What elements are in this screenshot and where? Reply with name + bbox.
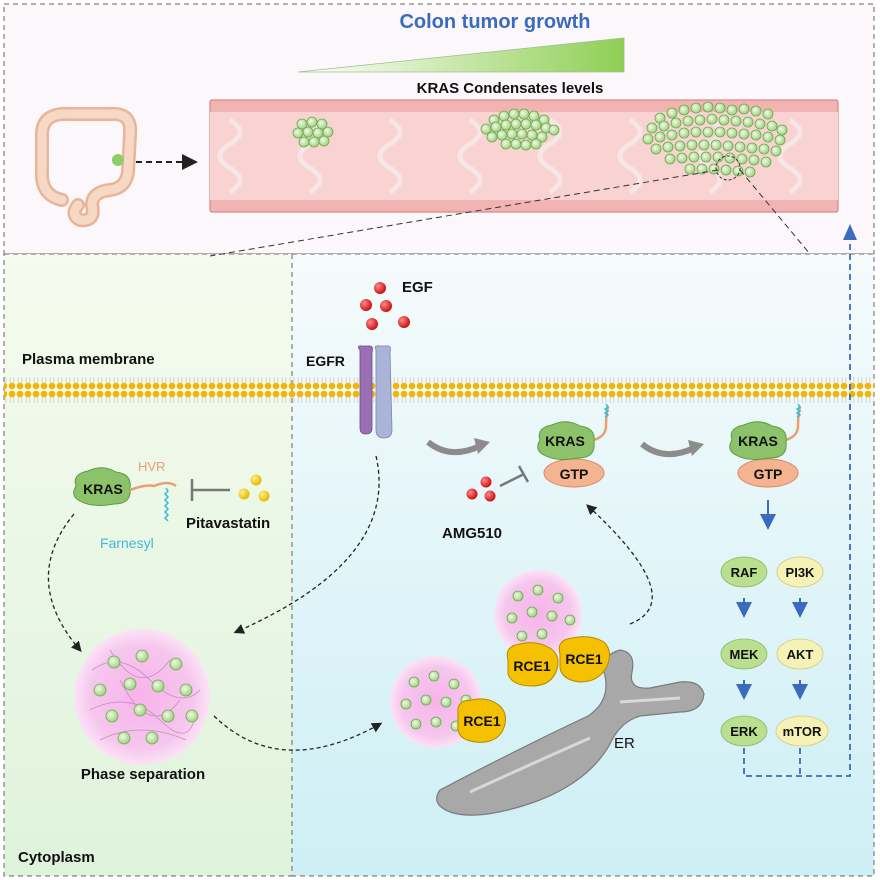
activation-arrow-1: [426, 439, 482, 455]
egf-ligands: [360, 282, 410, 330]
egf-label: EGF: [402, 279, 433, 296]
pitavastatin-molecules: [238, 474, 270, 502]
raf-node: [720, 556, 768, 588]
tumor-cluster-medium: [480, 108, 560, 151]
mtor-label: mTOR: [783, 724, 822, 739]
amg510-molecules: [466, 476, 496, 502]
activation-arrow-1-head: [474, 438, 490, 454]
rce1-enzyme-1: [506, 642, 559, 687]
rce1-label-1: RCE1: [513, 658, 551, 674]
zoom-circle: [715, 155, 741, 181]
raf-label: RAF: [731, 565, 758, 580]
pi3k-label: PI3K: [786, 565, 816, 580]
rce1-enzyme-3: [457, 698, 506, 743]
er-to-kras-arrow: [586, 504, 653, 625]
kras-label-2: KRAS: [738, 433, 778, 449]
rce1-enzyme-2: [558, 636, 610, 683]
left-panel: [3, 253, 293, 877]
tumor-cluster-small: [292, 116, 334, 148]
plasma-membrane: [4, 376, 874, 406]
activation-arrow-2-head: [688, 440, 704, 456]
feedback-arrowhead: [843, 224, 857, 240]
mtor-node: [775, 715, 829, 747]
phase-separation-label: Phase separation: [81, 766, 205, 783]
akt-node: [776, 638, 824, 670]
rce1-label-3: RCE1: [463, 713, 501, 729]
amg510-inhibit-bar: [517, 465, 530, 483]
er-organelle: [436, 649, 705, 816]
phase-separation-droplet: [74, 629, 210, 765]
amg510-inhibit-line: [499, 472, 525, 488]
colon-organ-icon: [34, 106, 138, 228]
egfr-label: EGFR: [306, 353, 345, 369]
erk-label: ERK: [730, 724, 758, 739]
kras-gtp-complex-2: [729, 403, 802, 488]
kras-label-left: KRAS: [83, 481, 123, 497]
activation-arrow-2: [640, 441, 696, 457]
tumor-cluster-large: [642, 101, 788, 178]
erk-node: [720, 715, 768, 747]
gradient-triangle: [297, 37, 625, 73]
gtp-label-2: GTP: [754, 466, 783, 482]
gtp-label-1: GTP: [560, 466, 589, 482]
kras-label-1: KRAS: [545, 433, 585, 449]
mek-node: [720, 638, 768, 670]
feedback-path: [743, 236, 851, 777]
hvr-label: HVR: [138, 459, 165, 474]
egfr-receptor: [358, 345, 393, 439]
farnesyl-label: Farnesyl: [100, 535, 154, 551]
kras-gtp-complex-1: [537, 403, 610, 488]
akt-label: AKT: [787, 647, 814, 662]
er-label: ER: [614, 735, 635, 752]
zoom-line-left: [209, 169, 719, 257]
kras-to-droplet-arrow: [47, 513, 82, 652]
gradient-label: KRAS Condensates levels: [417, 80, 604, 97]
pi3k-node: [776, 556, 824, 588]
kras-unprocessed: [73, 467, 177, 522]
rce1-label-2: RCE1: [565, 651, 603, 667]
top-title: Colon tumor growth: [399, 11, 590, 33]
membrane-label: Plasma membrane: [22, 351, 155, 368]
zoom-line-right: [739, 169, 811, 255]
amg510-label: AMG510: [442, 525, 502, 542]
droplet-to-er-arrow: [213, 715, 383, 751]
mek-label: MEK: [730, 647, 760, 662]
cytoplasm-label: Cytoplasm: [18, 849, 95, 866]
pitavastatin-label: Pitavastatin: [186, 515, 270, 532]
er-droplet-upper: [494, 570, 582, 658]
